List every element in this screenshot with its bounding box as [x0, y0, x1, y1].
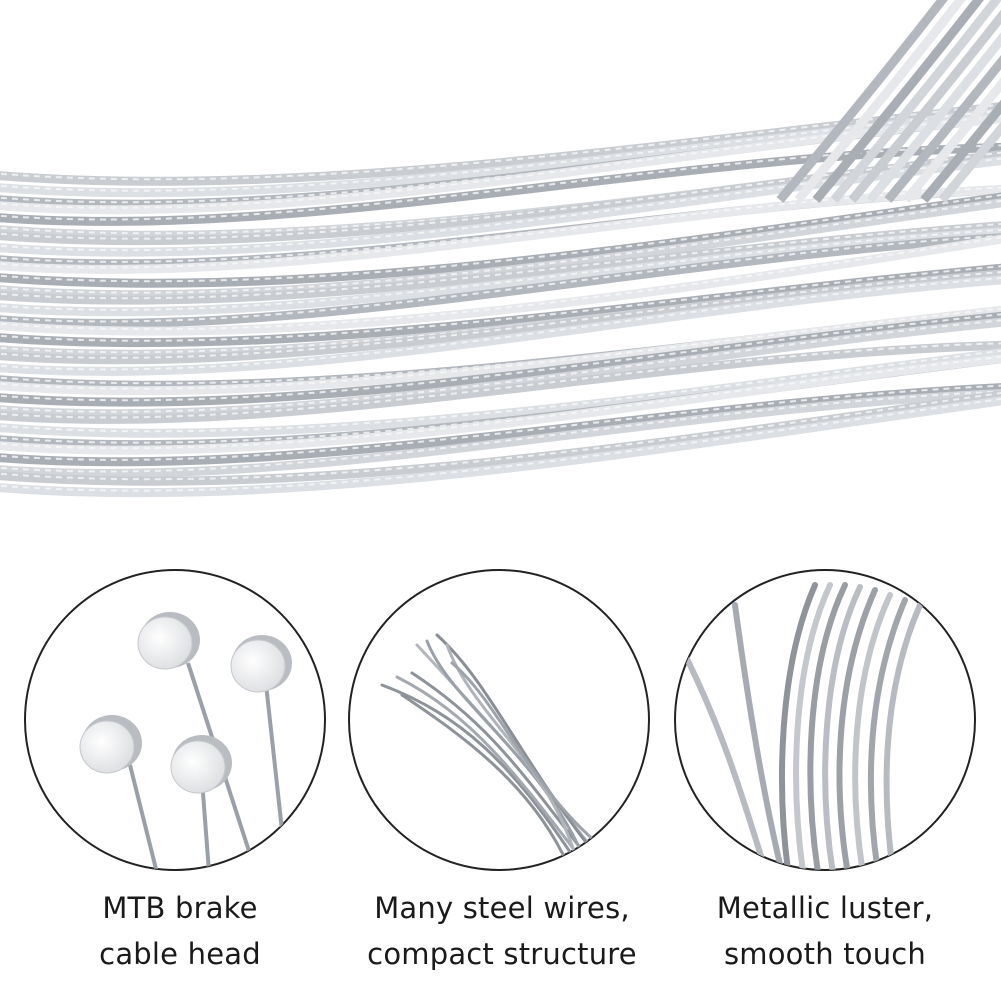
- cable-highlight: [0, 397, 1001, 492]
- cable-highlight: [0, 228, 1001, 311]
- cable-strand: [0, 275, 1001, 376]
- cable-strand-rising: [920, 99, 1001, 203]
- feature-line1: MTB brake: [102, 891, 258, 925]
- feature-steel-wires: Many steel wires, compact structure: [342, 565, 662, 985]
- feature-cable-head: MTB brake cable head: [20, 565, 340, 985]
- cable-strand-rising: [812, 0, 984, 203]
- cable-highlight: [0, 307, 1001, 390]
- cable-highlight: [0, 313, 1001, 402]
- cable-highlight: [0, 319, 1001, 413]
- feature-line1: Metallic luster,: [716, 891, 934, 925]
- cable-strand-rising: [884, 55, 1001, 203]
- feature-line2: cable head: [99, 937, 261, 971]
- cable-strand: [0, 227, 1001, 317]
- cable-strand: [0, 389, 1001, 478]
- cable-strand: [0, 348, 1001, 438]
- cable-strand-rising: [776, 0, 948, 203]
- cable-strand: [0, 263, 1001, 348]
- cable-strand: [0, 305, 1001, 396]
- cable-highlight: [0, 193, 1001, 283]
- cable-strand-rising: [794, 0, 966, 203]
- cable-highlight: [0, 199, 1001, 294]
- cable-strand: [0, 269, 1001, 365]
- cable-strands: [0, 0, 1001, 498]
- cable-strand-rising: [830, 0, 1001, 203]
- cable-strand: [0, 383, 1001, 467]
- cable-highlight: [0, 277, 1001, 371]
- cable-head-icon: [24, 569, 326, 871]
- cable-strand: [0, 233, 1001, 328]
- cable-strand: [0, 390, 1001, 486]
- cable-strand: [0, 396, 1001, 498]
- cable-highlight: [0, 236, 1001, 331]
- cable-strand: [0, 354, 1001, 455]
- feature-metallic-luster: Metallic luster, smooth touch: [665, 565, 985, 985]
- cable-highlight: [0, 271, 1001, 359]
- cable-strand-rising: [902, 77, 1001, 203]
- cable-strand: [0, 198, 1001, 300]
- feature-line2: compact structure: [367, 937, 637, 971]
- feature-line1: Many steel wires,: [374, 891, 630, 925]
- feature-line2: smooth touch: [723, 937, 927, 971]
- cable-strand: [0, 340, 1001, 424]
- cable-luster-icon: [674, 569, 976, 871]
- cable-strand-rising: [938, 121, 1001, 203]
- cable-highlight: [0, 349, 1001, 433]
- cable-strand: [0, 317, 1001, 419]
- cable-highlight: [0, 391, 1001, 481]
- steel-strands-icon: [348, 569, 650, 871]
- cable-strand: [0, 221, 1001, 305]
- cable-strand: [0, 192, 1001, 288]
- cable-strand-rising: [848, 9, 1001, 203]
- cable-strand: [0, 234, 1001, 336]
- cable-highlight: [0, 234, 1001, 323]
- cable-highlight: [0, 390, 1001, 473]
- cable-strand-rising: [866, 32, 1001, 203]
- cable-highlight: [0, 342, 1001, 419]
- cable-highlight: [0, 355, 1001, 450]
- cable-strand: [0, 311, 1001, 407]
- steel-cable-bundle-image: [0, 0, 1001, 498]
